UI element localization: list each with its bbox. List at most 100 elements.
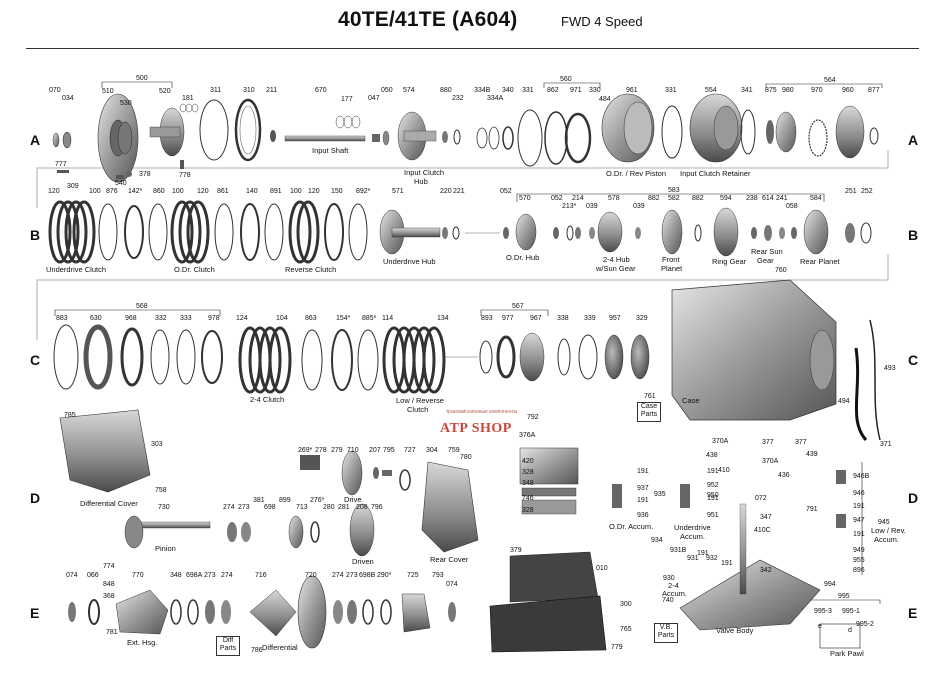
label-p594: 594 xyxy=(720,195,732,202)
label-p191a: 191 xyxy=(637,468,649,475)
label-p670: 670 xyxy=(315,87,327,94)
label-p931B: 931B xyxy=(670,547,687,554)
part-892 xyxy=(348,203,368,261)
row-e-parts xyxy=(68,575,861,649)
clutch-2-4-pack xyxy=(238,326,292,394)
label-p877: 877 xyxy=(868,87,880,94)
part-050-washer xyxy=(382,130,390,146)
part-770-ext-housing xyxy=(115,589,169,635)
label-park-pawl: Park Pawl xyxy=(830,649,864,658)
label-p961: 961 xyxy=(626,87,638,94)
part-066 xyxy=(88,599,100,625)
label-lowrev-accum-2: Accum. xyxy=(874,535,899,544)
label-p100c: 100 xyxy=(290,188,302,195)
label-p052b: 052 xyxy=(551,195,563,202)
label-ext-hsg: Ext. Hsg. xyxy=(127,638,157,647)
row-label-b-right: B xyxy=(908,227,919,243)
label-p891: 891 xyxy=(270,188,282,195)
label-p273c: 273 xyxy=(346,572,358,579)
part-058 xyxy=(791,227,797,239)
part-340 xyxy=(502,126,514,150)
label-p960: 960 xyxy=(842,87,854,94)
label-hub24-2: w/Sun Gear xyxy=(595,264,636,273)
label-p778: 778 xyxy=(179,172,191,179)
label-differential: Differential xyxy=(262,643,298,652)
label-p300: 300 xyxy=(620,601,632,608)
row-b-parts xyxy=(48,200,872,264)
part-862 xyxy=(544,111,568,165)
part-252 xyxy=(860,222,872,244)
part-970-spring xyxy=(808,119,828,157)
label-p034: 034 xyxy=(62,95,74,102)
label-p269: 269* xyxy=(298,447,313,454)
label-p892: 892* xyxy=(356,188,371,195)
label-p698Aa: 698A xyxy=(186,572,203,579)
label-p493: 493 xyxy=(884,365,896,372)
label-g560: 560 xyxy=(560,76,572,83)
part-777 xyxy=(57,170,69,173)
part-594-ring-gear xyxy=(713,207,739,257)
label-p207: 207 xyxy=(369,447,381,454)
part-540 xyxy=(116,175,124,179)
label-pawl-a: e xyxy=(818,623,822,630)
part-207 xyxy=(373,467,379,479)
part-331 xyxy=(517,109,543,167)
label-p936: 936 xyxy=(637,512,649,519)
part-140 xyxy=(240,203,260,261)
label-case: Case xyxy=(682,396,700,405)
label-odr-rev-piston: O.Dr. / Rev Piston xyxy=(606,169,666,178)
label-p740: 740 xyxy=(662,597,674,604)
part-980 xyxy=(775,111,797,153)
label-p946B: 946B xyxy=(853,473,870,480)
label-input-clutch-retainer: Input Clutch Retainer xyxy=(680,169,751,178)
label-reverse-clutch: Reverse Clutch xyxy=(285,265,336,274)
label-p698B: 698B xyxy=(359,572,376,579)
label-p191e: 191 xyxy=(853,503,865,510)
case-parts-line-1: Case xyxy=(640,403,658,410)
label-p074a: 074 xyxy=(66,572,78,579)
flow-arrows xyxy=(36,150,889,358)
label-p774: 774 xyxy=(103,563,115,570)
label-p331a: 331 xyxy=(522,87,534,94)
vb-parts-box[interactable]: V.B. Parts xyxy=(654,623,678,643)
diff-parts-box[interactable]: Diff Parts xyxy=(216,636,240,656)
label-rear-sun-1: Rear Sun xyxy=(751,247,783,256)
label-p710: 710 xyxy=(347,447,359,454)
label-p793: 793 xyxy=(432,572,444,579)
part-304-rear-cover xyxy=(421,461,479,553)
label-p716: 716 xyxy=(255,572,267,579)
part-778 xyxy=(180,160,184,169)
page-title: 40TE/41TE (A604) xyxy=(338,8,518,31)
label-p039a: 039 xyxy=(586,203,598,210)
park-pawl-assembly xyxy=(819,623,861,649)
part-891 xyxy=(264,203,284,261)
label-p273a: 273 xyxy=(238,504,250,511)
label-p882a: 882 xyxy=(648,195,660,202)
part-584-rear-planet xyxy=(803,209,829,255)
label-p484: 484 xyxy=(599,96,611,103)
label-p334A: 334A xyxy=(487,95,504,102)
label-input-clutch-hub-1: Input Clutch xyxy=(404,168,444,177)
label-p342: 342 xyxy=(760,567,772,574)
label-p191d: 191 xyxy=(707,495,719,502)
label-p876: 876 xyxy=(106,188,118,195)
part-039 xyxy=(589,227,595,239)
label-p571: 571 xyxy=(392,188,404,195)
label-p341: 341 xyxy=(741,87,753,94)
part-968 xyxy=(120,327,144,387)
part-338 xyxy=(557,338,571,376)
label-p381: 381 xyxy=(253,497,265,504)
label-p104: 104 xyxy=(276,315,288,322)
label-front-planet-2: Planet xyxy=(661,264,683,273)
part-150 xyxy=(324,203,344,261)
part-893 xyxy=(479,340,493,374)
watermark-tagline: трансмиссионные компоненты xyxy=(446,409,518,415)
label-p410: 410 xyxy=(718,467,730,474)
part-010-filter xyxy=(509,551,599,603)
case-parts-box[interactable]: Case Parts xyxy=(637,402,661,422)
label-p334B: 334B xyxy=(474,87,491,94)
label-underdrive-clutch: Underdrive Clutch xyxy=(46,265,106,274)
label-p331b: 331 xyxy=(665,87,677,94)
